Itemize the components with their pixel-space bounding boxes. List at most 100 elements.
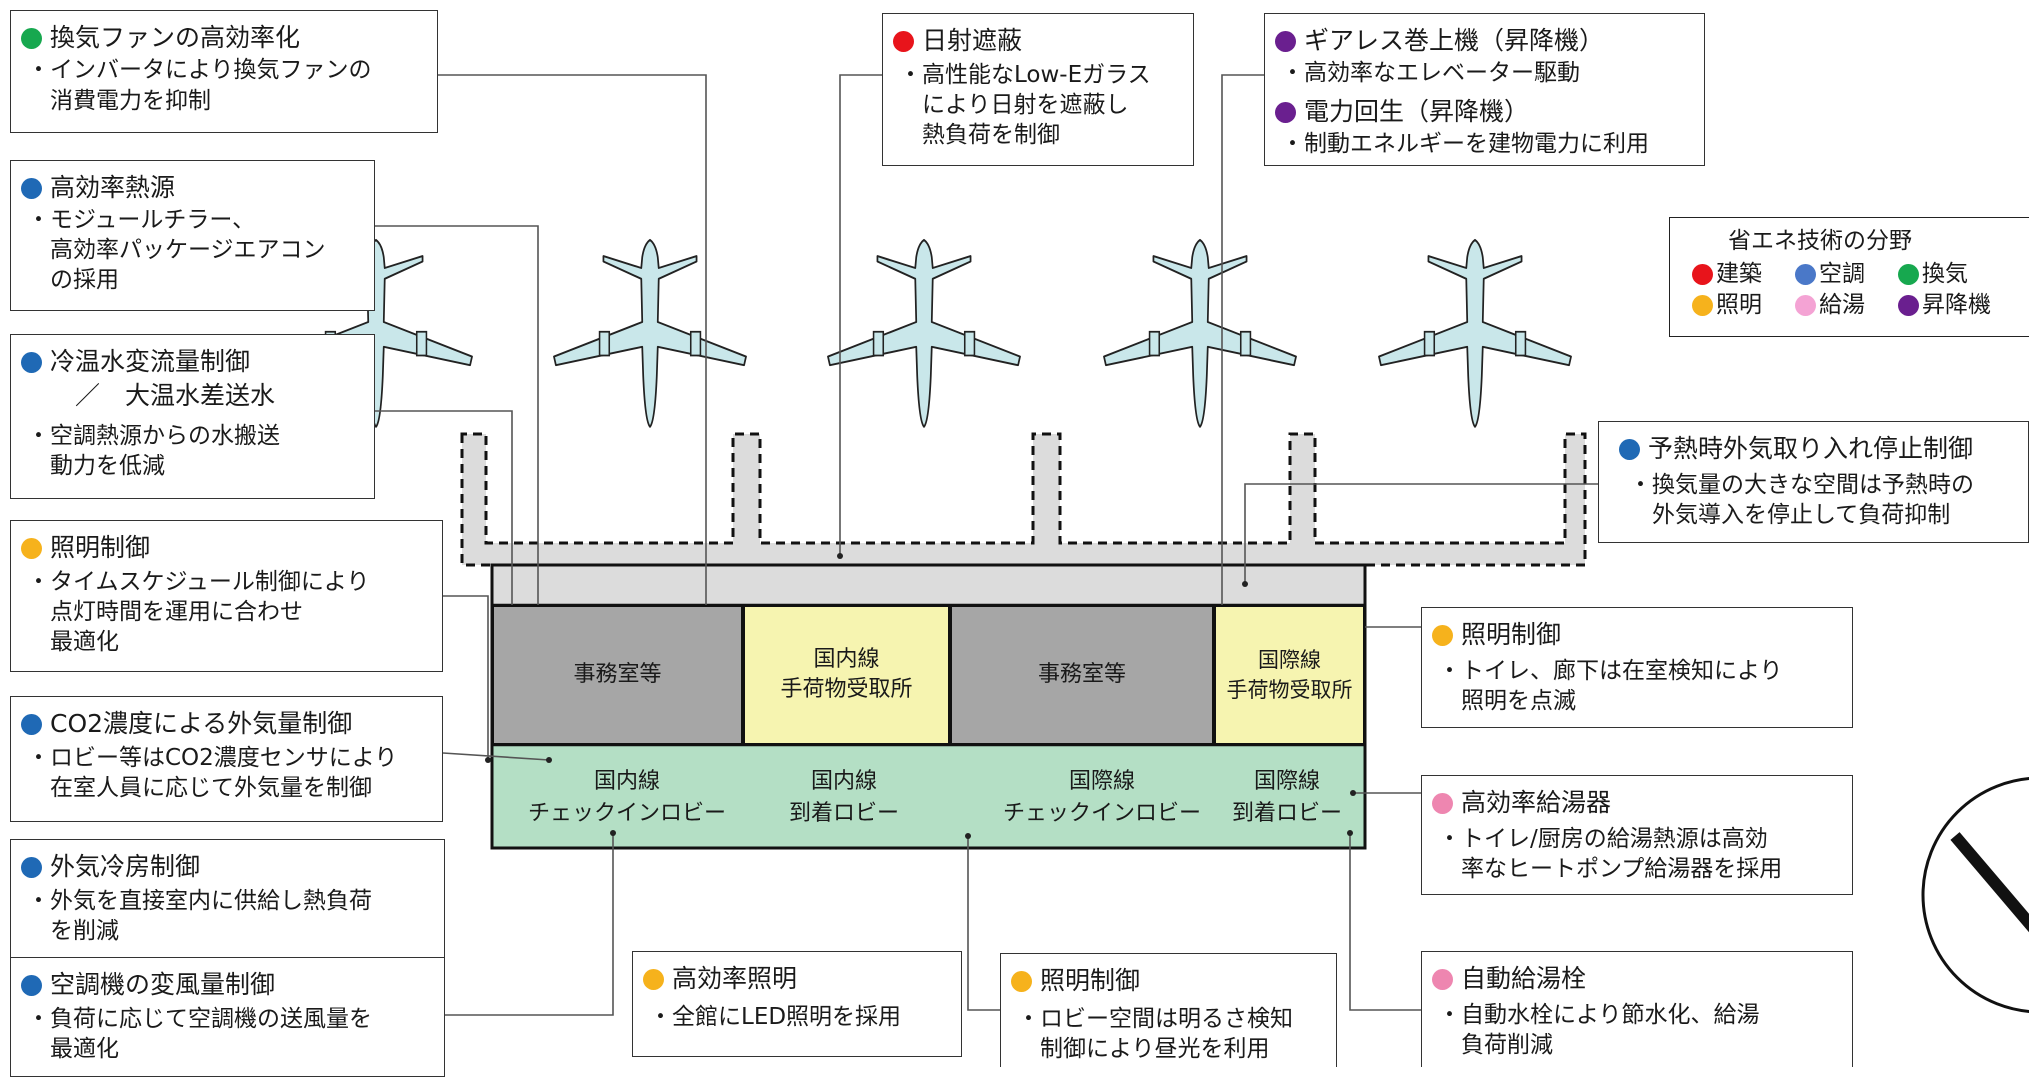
legend-title: 省エネ技術の分野: [1728, 228, 1912, 254]
lighting-dot-icon: [1692, 295, 1713, 316]
leader-endpoint-dot: [485, 757, 491, 763]
leader-ventilation-fan: [438, 74, 707, 641]
callout-title: 換気ファンの高効率化: [21, 21, 423, 55]
elevator-dot-icon: [1275, 101, 1296, 123]
room-label: 国際線 手荷物受取所: [1226, 648, 1353, 702]
callout-body: ・負荷に応じて空調機の送風量を 最適化: [27, 1006, 372, 1062]
callout-lighting-daylight: 照明制御 ・ロビー空間は明るさ検知 制御により昼光を利用: [1000, 953, 1337, 1067]
lobby-intl-checkin: 国際線 チェックインロビー: [1003, 769, 1202, 826]
callout-body: ・全館にLED照明を採用: [649, 1004, 902, 1030]
legend-row: 建築 空調 換気: [1692, 259, 2029, 290]
engine-shape: [415, 330, 428, 357]
ventilation-dot-icon: [21, 27, 42, 49]
callout-led-lighting: 高効率照明 ・全館にLED照明を採用: [632, 951, 962, 1057]
leader-solar-shading: [839, 74, 882, 556]
room-label: 事務室等: [1037, 662, 1126, 687]
air-conditioning-dot-icon: [21, 856, 42, 878]
air-conditioning-dot-icon: [21, 352, 42, 373]
callout-title: ギアレス巻上機（昇降機）: [1275, 24, 1690, 58]
room-office-1: 事務室等: [492, 605, 743, 745]
lighting-dot-icon: [1432, 624, 1453, 646]
leader-endpoint-dot: [837, 553, 843, 559]
callout-title: 冷温水変流量制御 ／ 大温水差送水: [21, 345, 360, 413]
callout-title: 照明制御: [1011, 964, 1322, 998]
lighting-dot-icon: [643, 968, 664, 990]
callout-body: ・トイレ、廊下は在室検知により 照明を点滅: [1438, 658, 1783, 714]
legend: 省エネ技術の分野 建築 空調 換気 照明 給湯 昇降機: [1669, 217, 2029, 337]
callout-body: ・換気量の大きな空間は予熱時の 外気導入を停止して負荷抑制: [1629, 472, 1974, 528]
air-conditioning-dot-icon: [1619, 438, 1640, 460]
callout-title: 予熱時外気取り入れ停止制御: [1619, 432, 2014, 466]
air-conditioning-dot-icon: [21, 974, 42, 996]
engine-shape: [689, 330, 702, 357]
callout-elevator: ギアレス巻上機（昇降機） ・高効率なエレベーター駆動 電力回生（昇降機） ・制動…: [1264, 13, 1705, 166]
air-conditioning-dot-icon: [1795, 264, 1816, 285]
architecture-dot-icon: [893, 30, 914, 52]
elevator-dot-icon: [1898, 295, 1919, 316]
callout-vav-control: 空調機の変風量制御 ・負荷に応じて空調機の送風量を 最適化: [10, 957, 445, 1077]
callout-title: 空調機の変風量制御: [21, 968, 430, 1002]
engine-shape: [1148, 330, 1161, 357]
callout-title: 高効率熱源: [21, 171, 360, 205]
leader-elevator: [1221, 74, 1264, 735]
pier-outline: [460, 432, 1587, 567]
aircraft-icon: [827, 238, 1021, 428]
room-intl-baggage-claim: 国際線 手荷物受取所: [1214, 605, 1365, 745]
leader-heat-source: [375, 225, 539, 616]
callout-body: ・モジュールチラー、 高効率パッケージエアコン の採用: [27, 207, 326, 293]
lighting-dot-icon: [1011, 970, 1032, 992]
callout-auto-faucet: 自動給湯栓 ・自動水栓により節水化、給湯 負荷削減: [1421, 951, 1853, 1067]
legend-row: 照明 給湯 昇降機: [1692, 290, 2029, 321]
leader-auto-faucet: [1349, 833, 1421, 1011]
aircraft-icon: [553, 238, 747, 428]
callout-body: ・高性能なLow-Eガラス により日射を遮蔽し 熱負荷を制御: [899, 62, 1151, 148]
callout-body: ・インバータにより換気ファンの 消費電力を抑制: [27, 57, 372, 114]
callout-title: 照明制御: [21, 531, 428, 565]
callout-co2-control: CO2濃度による外気量制御 ・ロビー等はCO2濃度センサにより 在室人員に応じて…: [10, 696, 443, 822]
leader-endpoint-dot: [1242, 581, 1248, 587]
legend-item-architecture: 建築: [1692, 259, 1795, 290]
terminal-roof-band: [490, 563, 1367, 607]
callout-solar-shading: 日射遮蔽 ・高性能なLow-Eガラス により日射を遮蔽し 熱負荷を制御: [882, 13, 1194, 166]
callout-title: 自動給湯栓: [1432, 962, 1838, 996]
room-office-2: 事務室等: [950, 605, 1214, 745]
air-conditioning-dot-icon: [21, 177, 42, 199]
elevator-dot-icon: [1275, 30, 1296, 52]
leader-endpoint-dot: [1347, 830, 1353, 836]
engine-shape: [598, 330, 611, 357]
leader-preheat-stop: [1244, 483, 1598, 584]
callout-body: ・制動エネルギーを建物電力に利用: [1281, 131, 1649, 157]
leader-vav-control: [445, 833, 614, 1016]
aircraft-icon: [1378, 238, 1572, 428]
leader-water-flow: [375, 410, 513, 616]
engine-shape: [963, 330, 976, 357]
callout-body: ・高効率なエレベーター駆動: [1281, 60, 1580, 86]
legend-item-ventilation: 換気: [1898, 259, 2001, 290]
callout-body: ・外気を直接室内に供給し熱負荷 を削減: [27, 888, 372, 944]
callout-title: CO2濃度による外気量制御: [21, 707, 428, 741]
callout-preheat-stop: 予熱時外気取り入れ停止制御 ・換気量の大きな空間は予熱時の 外気導入を停止して負…: [1598, 421, 2029, 543]
engine-shape: [872, 330, 885, 357]
callout-title: 日射遮蔽: [893, 24, 1179, 58]
callout-ventilation-fan: 換気ファンの高効率化 ・インバータにより換気ファンの 消費電力を抑制: [10, 10, 438, 133]
callout-water-heater: 高効率給湯器 ・トイレ/厨房の給湯熱源は高効 率なヒートポンプ給湯器を採用: [1421, 775, 1853, 895]
architecture-dot-icon: [1692, 264, 1713, 285]
no-entry-sign: [1921, 777, 2029, 1013]
lobby-intl-arrival: 国際線 到着ロビー: [1232, 769, 1343, 826]
legend-item-lighting: 照明: [1692, 290, 1795, 321]
leader-endpoint-dot: [965, 833, 971, 839]
legend-item-air-conditioning: 空調: [1795, 259, 1898, 290]
room-label: 事務室等: [573, 662, 662, 687]
lobby-domestic-checkin: 国内線 チェックインロビー: [528, 769, 727, 826]
leader-endpoint-dot: [610, 830, 616, 836]
lighting-dot-icon: [21, 537, 42, 559]
engine-shape: [1514, 330, 1527, 357]
callout-title: 電力回生（昇降機）: [1275, 95, 1690, 129]
legend-item-hot-water: 給湯: [1795, 290, 1898, 321]
lobby-domestic-arrival: 国内線 到着ロビー: [789, 769, 900, 826]
callout-title: 高効率照明: [643, 962, 947, 996]
engine-shape: [1239, 330, 1252, 357]
callout-title: 外気冷房制御: [21, 850, 430, 884]
